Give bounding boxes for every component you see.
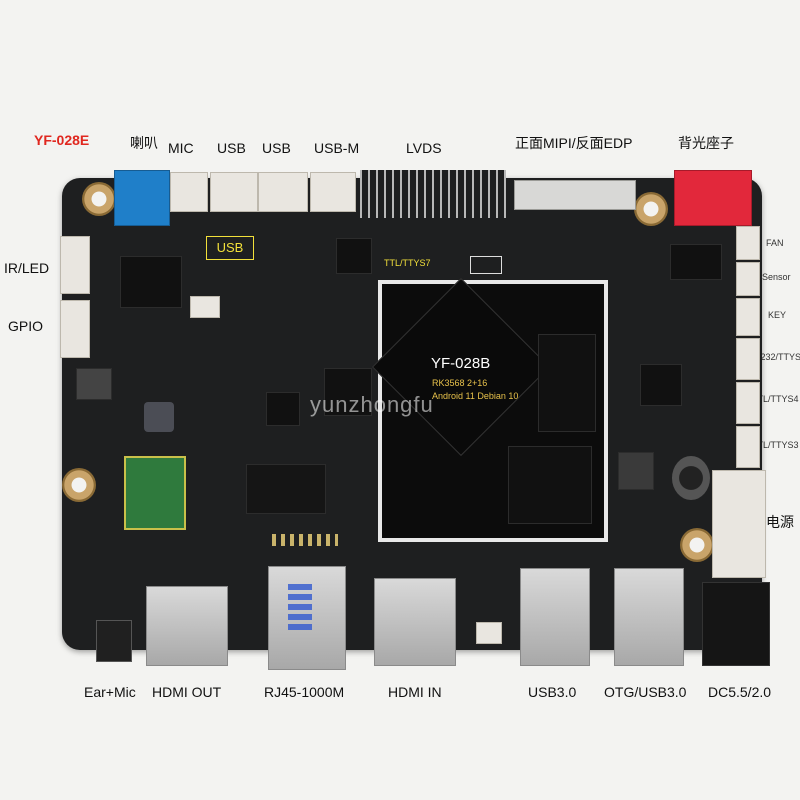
ear-mic-jack bbox=[96, 620, 132, 662]
small-connector bbox=[190, 296, 220, 318]
speaker-connector bbox=[114, 170, 170, 226]
ttl-ttys7-silkscreen-label: TTL/TTYS7 bbox=[384, 258, 431, 268]
mipi-edp-label: 正面MIPI/反面EDP bbox=[515, 135, 633, 151]
key-label: KEY bbox=[768, 310, 787, 320]
rj45-blue-mark bbox=[288, 584, 312, 634]
wifi-module bbox=[124, 456, 186, 530]
lvds-pin-header bbox=[360, 170, 506, 218]
board-model-label: YF-028E bbox=[34, 132, 90, 148]
speaker-label: 喇叭 bbox=[130, 135, 158, 151]
ttys3-connector bbox=[736, 426, 760, 468]
pin-header-bottom bbox=[272, 534, 338, 546]
hdmi-in-port bbox=[374, 578, 456, 666]
key-connector bbox=[736, 298, 760, 336]
usb-hub-chip bbox=[336, 238, 372, 274]
power-chip bbox=[324, 368, 372, 416]
push-button bbox=[144, 402, 174, 432]
ethernet-transformer bbox=[246, 464, 326, 514]
ear-mic-label: Ear+Mic bbox=[84, 684, 136, 700]
hdmi-in-label: HDMI IN bbox=[388, 684, 442, 700]
core-spec-text: RK3568 2+16 bbox=[432, 378, 488, 388]
capacitor bbox=[672, 456, 710, 500]
ir-led-connector bbox=[60, 236, 90, 294]
rs232-connector bbox=[736, 338, 760, 380]
backlight-label: 背光座子 bbox=[678, 135, 734, 151]
right-chip-top bbox=[670, 244, 722, 280]
mipi-edp-connector bbox=[514, 180, 636, 210]
mounting-hole-right bbox=[680, 528, 714, 562]
sensor-label: Sensor bbox=[762, 272, 791, 282]
dc-label: DC5.5/2.0 bbox=[708, 684, 772, 700]
ttys4-label: TTL/TTYS4 bbox=[752, 394, 799, 404]
ram-chip bbox=[538, 334, 596, 432]
usb-connector-2 bbox=[258, 172, 308, 212]
fan-label: FAN bbox=[766, 238, 784, 248]
usb-m-connector bbox=[310, 172, 356, 212]
otg-usb3-port bbox=[614, 568, 684, 666]
right-chip-middle bbox=[640, 364, 682, 406]
backlight-connector bbox=[674, 170, 752, 226]
inductor-right bbox=[618, 452, 654, 490]
mic-label: MIC bbox=[168, 140, 194, 156]
usb-label-2: USB bbox=[262, 140, 291, 156]
mic-connector bbox=[170, 172, 208, 212]
gpio-connector bbox=[60, 300, 90, 358]
inductor-left bbox=[76, 368, 112, 400]
mounting-hole-top-left bbox=[82, 182, 116, 216]
dc-jack bbox=[702, 582, 770, 666]
ttys4-connector bbox=[736, 382, 760, 424]
usb3-port bbox=[520, 568, 590, 666]
lvds-label: LVDS bbox=[406, 140, 442, 156]
otg-usb3-label: OTG/USB3.0 bbox=[604, 684, 687, 700]
mounting-hole-top-right bbox=[634, 192, 668, 226]
small-white-connector bbox=[476, 622, 502, 644]
mounting-hole-left bbox=[62, 468, 96, 502]
core-model-text: YF-028B bbox=[431, 355, 491, 372]
internal-power-connector bbox=[712, 470, 766, 578]
usb3-label: USB3.0 bbox=[528, 684, 577, 700]
gpio-label: GPIO bbox=[8, 318, 44, 334]
emmc-chip bbox=[508, 446, 592, 524]
ttl-ttys7-header bbox=[470, 256, 502, 274]
ethernet-phy-chip bbox=[266, 392, 300, 426]
watermark-text: yunzhongfu bbox=[310, 392, 434, 417]
ttys3-label: TTL/TTYS3 bbox=[752, 440, 799, 450]
core-os-text: Android 11 Debian 10 bbox=[432, 391, 519, 401]
ir-led-label: IR/LED bbox=[4, 260, 50, 276]
hdmi-out-port bbox=[146, 586, 228, 666]
usb-silkscreen-label: USB bbox=[206, 236, 254, 260]
rs232-label: RS232/TTYS4 bbox=[748, 352, 800, 362]
fan-connector bbox=[736, 226, 760, 260]
rj45-label: RJ45-1000M bbox=[264, 684, 345, 700]
usb-m-label: USB-M bbox=[314, 140, 360, 156]
hdmi-out-label: HDMI OUT bbox=[152, 684, 222, 700]
usb-connector-1 bbox=[210, 172, 258, 212]
usb-label-1: USB bbox=[217, 140, 246, 156]
audio-chip bbox=[120, 256, 182, 308]
sensor-connector bbox=[736, 262, 760, 296]
